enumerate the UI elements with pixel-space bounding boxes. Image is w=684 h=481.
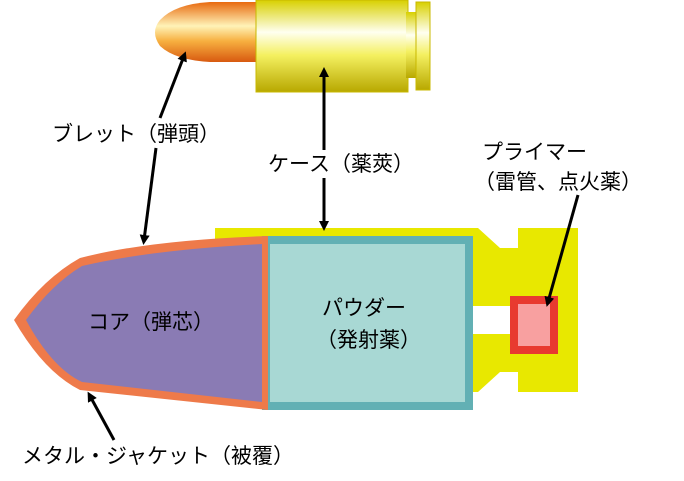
powder-label-line2: （発射薬）	[316, 328, 421, 352]
case-label: ケース（薬莢）	[268, 152, 414, 176]
cartridge-illustration	[155, 0, 431, 93]
bullet-arrow-up	[158, 51, 187, 119]
jacket-label: メタル・ジャケット（被覆）	[22, 444, 294, 468]
primer-arrow	[544, 194, 580, 307]
primer-channel	[466, 306, 514, 334]
powder-chamber	[262, 236, 473, 410]
case-body-illustration	[255, 0, 409, 93]
jacket-arrow	[87, 391, 116, 441]
case-rim-illustration	[415, 1, 431, 91]
core-label: コア（弾芯）	[88, 310, 214, 334]
bullet-label: ブレット（弾頭）	[52, 122, 220, 146]
primer-label-line1: プライマー	[482, 140, 587, 164]
primer-inner	[518, 304, 550, 346]
powder-label-line1: パウダー	[322, 296, 406, 320]
bullet-core	[26, 244, 262, 402]
cross-section	[14, 228, 578, 410]
bullet-tip-illustration	[155, 2, 258, 62]
primer-label-line2: （雷管、点火薬）	[474, 170, 642, 194]
bullet-arrow-down	[139, 147, 158, 245]
case-rim-groove-illustration	[406, 12, 416, 78]
